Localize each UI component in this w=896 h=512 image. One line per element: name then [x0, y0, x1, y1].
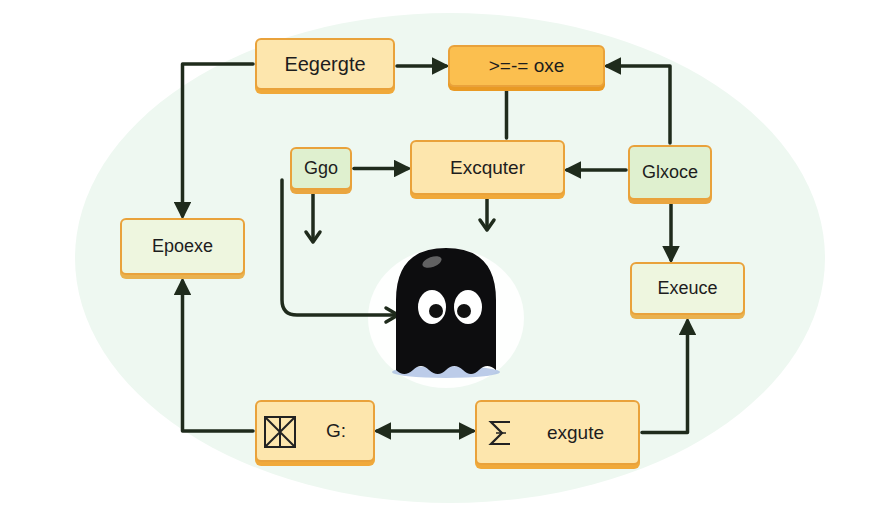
connector-arrow	[183, 281, 254, 431]
connector-arrow	[397, 64, 446, 68]
connector-arrow	[669, 202, 673, 260]
node-label: Glxoce	[642, 162, 698, 183]
arrow-to-ghost	[282, 180, 396, 315]
connector-arrow	[354, 167, 408, 171]
crossed-box-icon	[262, 414, 302, 450]
process-box: G:	[255, 400, 375, 462]
process-box: Exeuce	[630, 262, 745, 315]
arrow-to-ghost	[485, 197, 489, 228]
connector-arrow	[377, 429, 473, 433]
arrowhead	[306, 232, 320, 242]
node-label: Eegergte	[284, 53, 365, 76]
process-box: Excquter	[410, 140, 565, 195]
connector-arrow	[567, 168, 626, 172]
node-label: Exeuce	[657, 278, 717, 299]
node-label: >=-= oxe	[489, 55, 565, 77]
node-label: Excquter	[450, 157, 525, 179]
sigma-icon	[486, 418, 516, 448]
connector-arrow	[642, 321, 688, 433]
arrow-down	[311, 192, 315, 240]
process-box: >=-= oxe	[448, 45, 605, 87]
process-box: Glxoce	[628, 145, 712, 200]
background-blob	[75, 13, 825, 503]
node-label: Ggo	[304, 158, 338, 179]
connector-arrow	[505, 89, 509, 138]
node-label: Epoexe	[152, 236, 213, 257]
arrowhead	[480, 220, 494, 230]
node-label: G:	[326, 420, 346, 442]
node-label: exgute	[547, 422, 604, 444]
process-box: Ggo	[290, 147, 352, 190]
connector-arrow	[607, 66, 670, 143]
process-box: Eegergte	[255, 38, 395, 90]
process-box: Epoexe	[120, 218, 245, 275]
connector-arrow	[183, 64, 254, 216]
ghost-glow	[368, 248, 524, 388]
ghost-illustration	[392, 248, 500, 378]
